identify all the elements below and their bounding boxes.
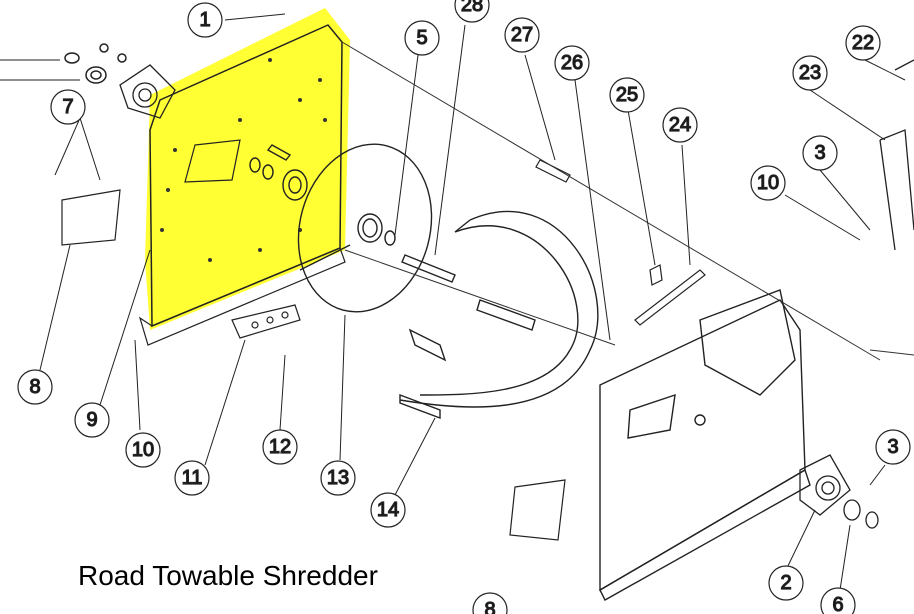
blade-24 xyxy=(634,264,706,326)
bearing-left xyxy=(119,64,176,119)
svg-text:8: 8 xyxy=(484,599,495,614)
svg-text:10: 10 xyxy=(132,439,154,461)
panel-window xyxy=(184,139,241,183)
svg-text:6: 6 xyxy=(832,594,843,614)
callout-28: 28 xyxy=(454,0,490,23)
svg-text:24: 24 xyxy=(669,114,691,136)
callout-3: 3 xyxy=(802,135,838,171)
svg-text:25: 25 xyxy=(616,84,638,106)
svg-text:1: 1 xyxy=(199,9,210,31)
callout-8: 8 xyxy=(17,369,53,405)
callout-12: 12 xyxy=(262,429,298,465)
svg-text:11: 11 xyxy=(182,467,203,489)
callout-23: 23 xyxy=(792,55,828,91)
right-side-panel xyxy=(599,289,811,601)
svg-text:8: 8 xyxy=(29,376,40,398)
bearing-right xyxy=(799,454,879,529)
svg-text:5: 5 xyxy=(416,27,427,49)
frame-right xyxy=(879,59,914,251)
svg-text:3: 3 xyxy=(814,142,825,164)
svg-text:3: 3 xyxy=(887,436,898,458)
svg-text:22: 22 xyxy=(852,32,874,54)
svg-text:14: 14 xyxy=(377,499,399,521)
callout-6: 6 xyxy=(820,587,856,614)
callout-8: 8 xyxy=(472,592,508,614)
callout-22: 22 xyxy=(845,25,881,61)
svg-text:12: 12 xyxy=(269,436,291,458)
callout-7: 7 xyxy=(50,89,86,125)
callout-2: 2 xyxy=(768,565,804,601)
svg-text:26: 26 xyxy=(561,52,583,74)
callout-5: 5 xyxy=(404,20,440,56)
callout-3: 3 xyxy=(875,429,911,465)
callout-26: 26 xyxy=(554,45,590,81)
callout-27: 27 xyxy=(504,17,540,53)
callout-24: 24 xyxy=(662,107,698,143)
callout-13: 13 xyxy=(320,460,356,496)
bushing xyxy=(249,144,308,201)
svg-text:27: 27 xyxy=(511,24,533,46)
cover-plate-left xyxy=(61,189,121,246)
assembly-lines xyxy=(341,41,914,361)
callout-10: 10 xyxy=(750,165,786,201)
diagram-caption: Road Towable Shredder xyxy=(78,560,378,591)
callout-1: 1 xyxy=(187,2,223,38)
shaft xyxy=(384,230,536,331)
side-panel-flange xyxy=(138,247,346,346)
callout-9: 9 xyxy=(74,402,110,438)
svg-text:10: 10 xyxy=(757,172,779,194)
svg-text:2: 2 xyxy=(780,572,791,594)
callouts: 1 2 3 3 5 6 7 8 8 9 10 10 11 12 13 14 22… xyxy=(17,0,911,614)
cover-plate-right xyxy=(509,479,566,541)
svg-text:9: 9 xyxy=(86,409,97,431)
callout-11: 11 xyxy=(174,460,210,496)
svg-text:13: 13 xyxy=(327,467,349,489)
callout-10: 10 xyxy=(125,432,161,468)
svg-text:28: 28 xyxy=(461,0,483,16)
svg-text:7: 7 xyxy=(62,96,73,118)
leader-lines xyxy=(0,13,906,591)
highlighted-side-panel xyxy=(145,8,350,330)
callout-25: 25 xyxy=(609,77,645,113)
disk-plate xyxy=(297,143,433,313)
washers-left xyxy=(64,43,127,84)
svg-text:23: 23 xyxy=(799,62,821,84)
pin-27 xyxy=(535,159,571,183)
callout-14: 14 xyxy=(370,492,406,528)
drum-housing xyxy=(399,210,599,420)
bracket-11 xyxy=(231,304,301,339)
